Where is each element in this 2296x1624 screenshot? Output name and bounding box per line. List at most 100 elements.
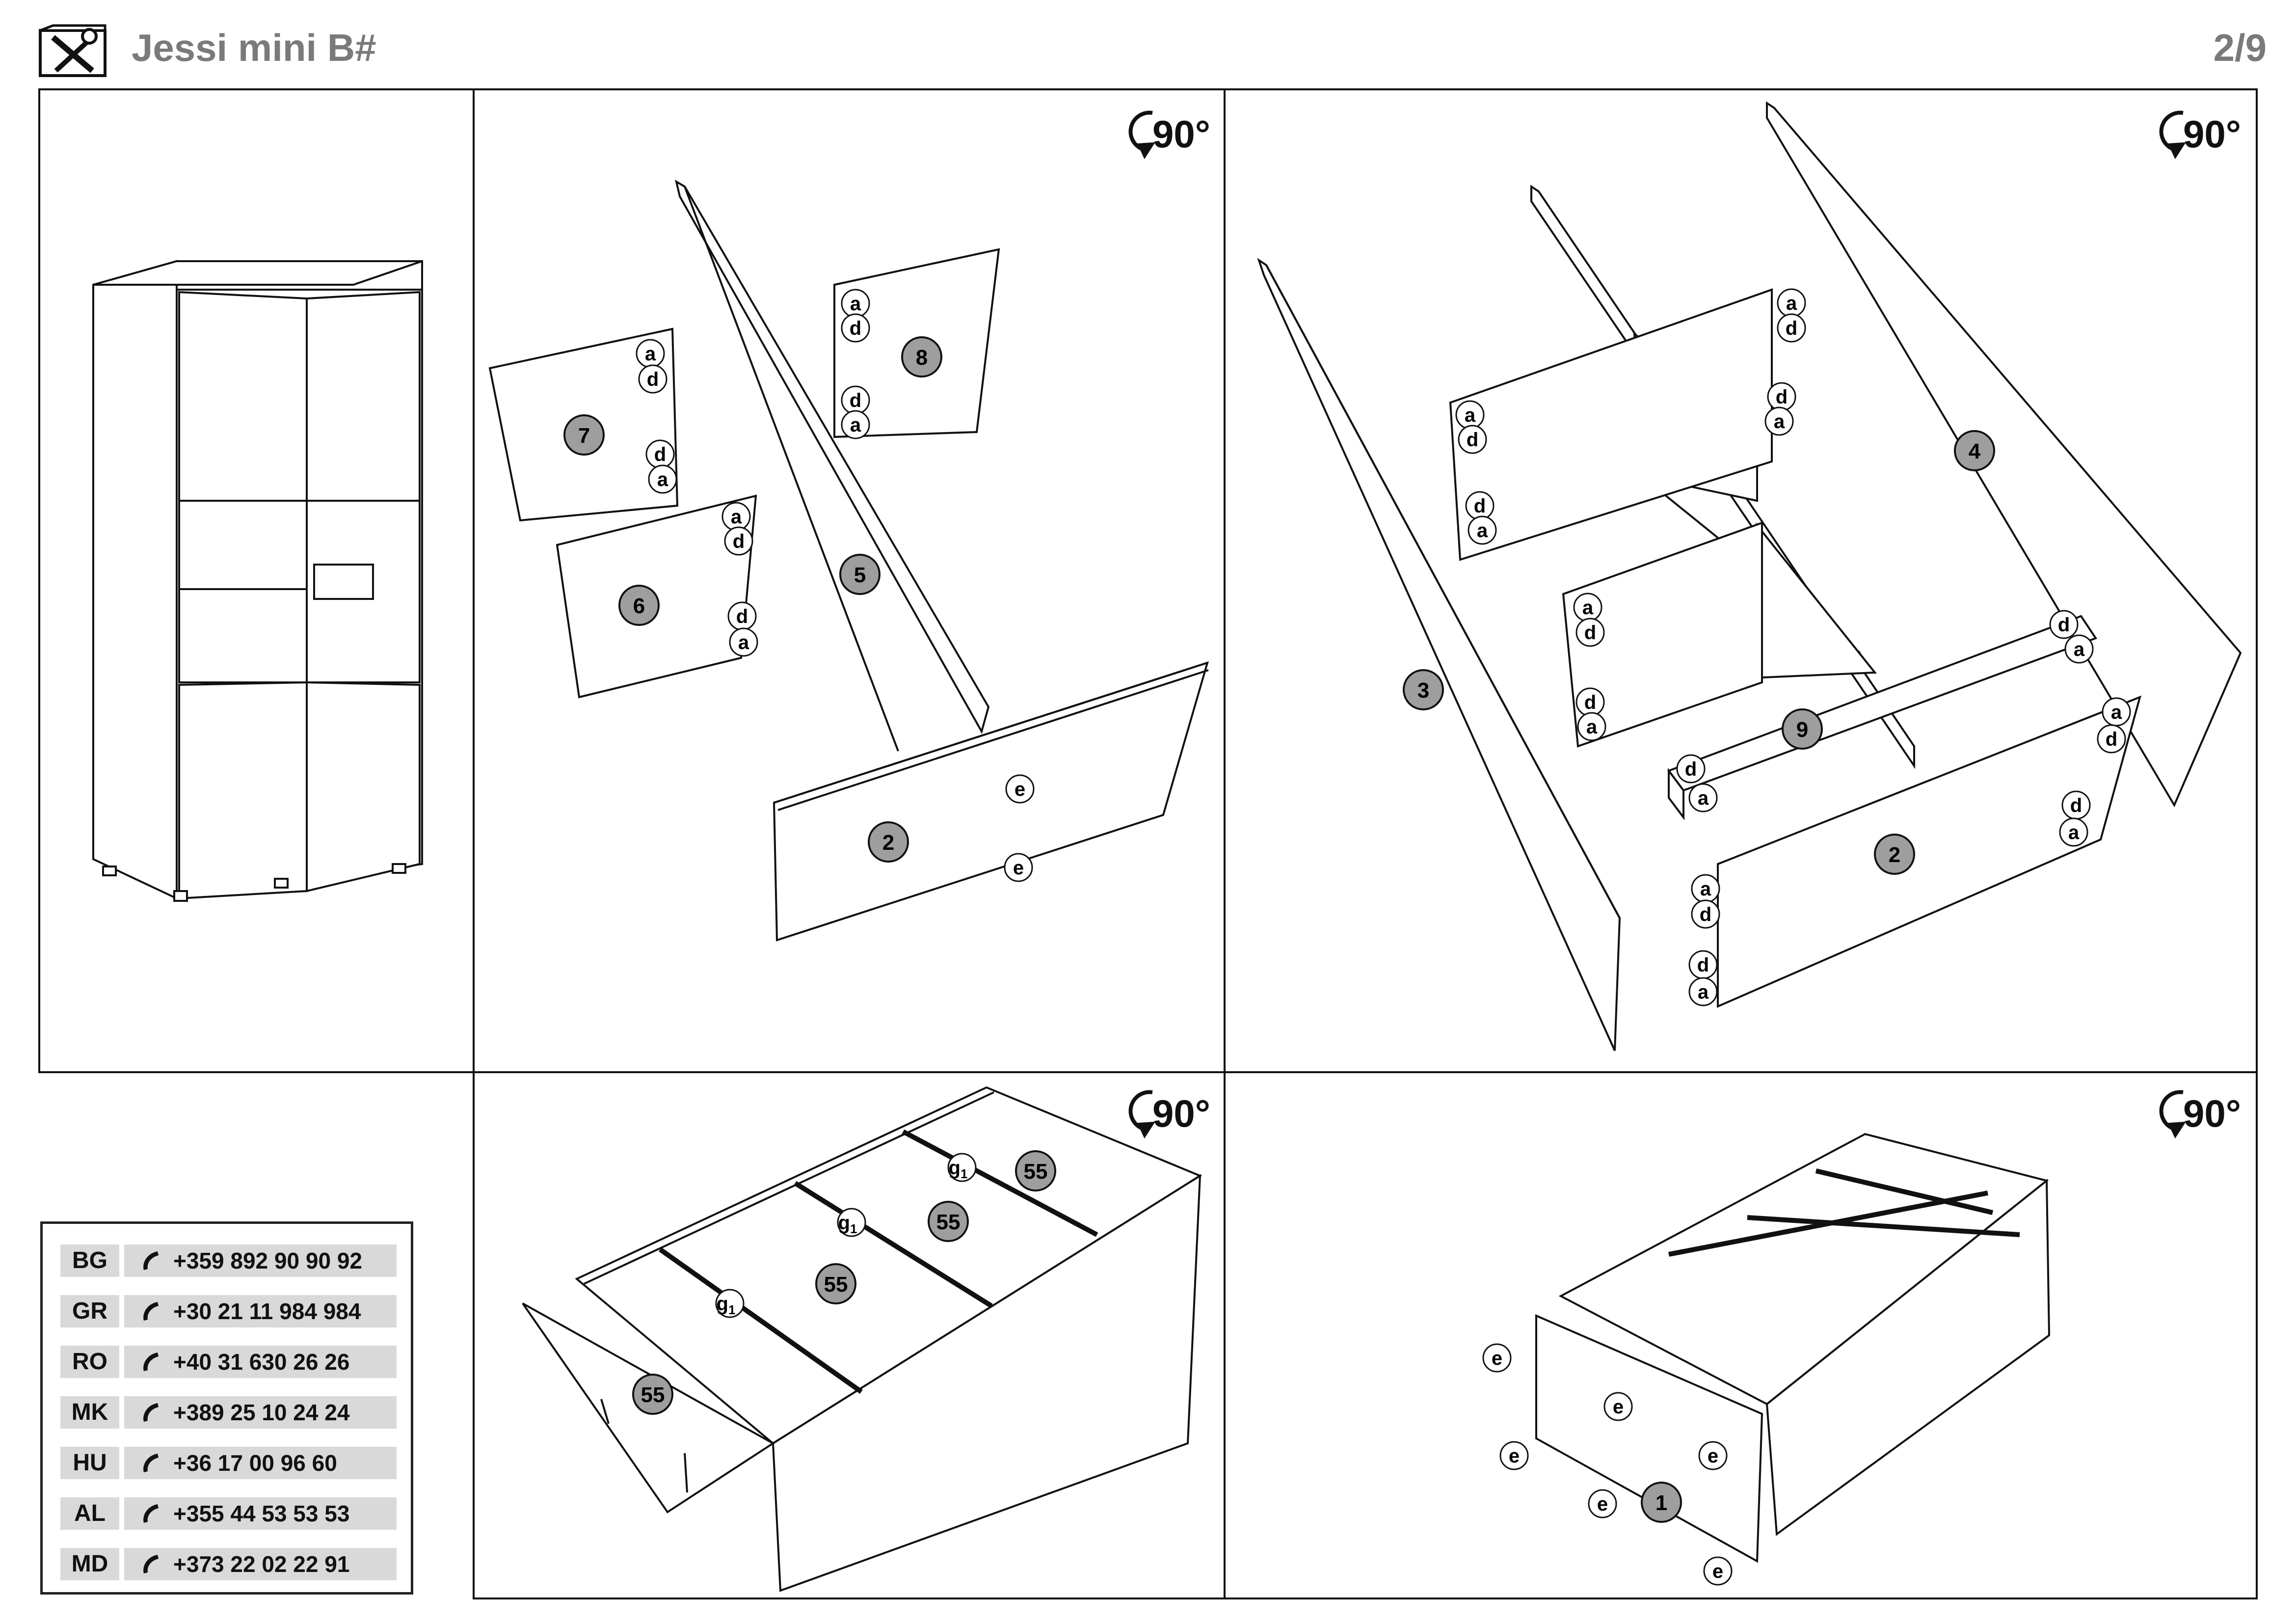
svg-text:d: d xyxy=(2106,729,2117,750)
part-badge-6: 6 xyxy=(618,585,660,626)
svg-text:e: e xyxy=(1492,1348,1502,1369)
svg-text:55: 55 xyxy=(936,1210,961,1234)
svg-text:a: a xyxy=(2074,639,2085,660)
part-badge-4: 4 xyxy=(1954,430,1995,471)
part-badge-7: 7 xyxy=(563,414,605,456)
country-code: HU xyxy=(60,1447,119,1479)
part-badge-3: 3 xyxy=(1403,669,1444,710)
fitting-a: a xyxy=(729,627,758,657)
fitting-a: a xyxy=(636,339,665,368)
svg-text:55: 55 xyxy=(1024,1160,1048,1184)
svg-text:e: e xyxy=(1613,1396,1624,1418)
svg-text:55: 55 xyxy=(641,1383,665,1407)
step-frame-assembly: 90° xyxy=(1257,101,2242,1051)
svg-text:a: a xyxy=(1477,520,1488,541)
fitting-a: a xyxy=(1688,977,1718,1006)
fitting-a: a xyxy=(841,289,870,318)
fitting-d: d xyxy=(727,601,757,631)
fitting-e: e xyxy=(1698,1441,1728,1470)
fitting-d: d xyxy=(1777,313,1806,343)
fitting-d: d xyxy=(2097,724,2126,754)
fitting-d: d xyxy=(638,364,667,394)
part-badge-5: 5 xyxy=(839,554,881,595)
panel-grid xyxy=(38,88,2258,1599)
svg-text:a: a xyxy=(1698,981,1709,1003)
fitting-a: a xyxy=(1777,288,1806,318)
document-title: Jessi mini B# xyxy=(132,26,376,69)
svg-text:d: d xyxy=(1776,386,1788,408)
part-badge-1: 1 xyxy=(1641,1482,1682,1523)
svg-text:6: 6 xyxy=(633,594,645,618)
svg-text:a: a xyxy=(850,293,861,315)
fitting-e: e xyxy=(1603,1392,1633,1421)
svg-text:g1: g1 xyxy=(949,1157,968,1181)
svg-text:55: 55 xyxy=(824,1272,848,1297)
country-code: GR xyxy=(60,1295,119,1327)
svg-text:d: d xyxy=(1697,954,1709,976)
fitting-a: a xyxy=(1691,874,1720,903)
phone-icon xyxy=(143,1251,159,1270)
fitting-e: e xyxy=(1482,1343,1512,1373)
fitting-e: e xyxy=(1005,774,1035,804)
svg-text:8: 8 xyxy=(916,346,928,370)
svg-text:g1: g1 xyxy=(838,1212,857,1236)
country-code: MD xyxy=(60,1548,119,1580)
svg-text:d: d xyxy=(1685,758,1697,780)
rotate-90-label: 90° xyxy=(1152,112,1210,156)
page-number: 2/9 xyxy=(2213,26,2267,69)
fitting-d: d xyxy=(1688,950,1718,979)
svg-text:90°: 90° xyxy=(2183,1092,2241,1135)
svg-text:d: d xyxy=(850,318,861,339)
svg-text:d: d xyxy=(1786,318,1797,339)
svg-text:d: d xyxy=(1700,904,1711,925)
svg-text:d: d xyxy=(647,369,659,390)
fitting-d: d xyxy=(1676,754,1706,784)
part-badge-55-d: 55 xyxy=(632,1374,673,1415)
svg-text:d: d xyxy=(2058,614,2070,636)
svg-text:90°: 90° xyxy=(2183,112,2241,156)
svg-text:e: e xyxy=(1509,1445,1520,1467)
country-code: BG xyxy=(60,1245,119,1277)
cabinet-overview xyxy=(92,260,423,902)
fitting-d: d xyxy=(724,526,753,556)
svg-text:g1: g1 xyxy=(717,1293,736,1317)
fitting-g1: g1 xyxy=(715,1289,745,1318)
phone-icon xyxy=(143,1504,159,1523)
fitting-g1: g1 xyxy=(947,1153,977,1182)
step-sides-assembly: 90° xyxy=(488,112,1210,942)
svg-text:9: 9 xyxy=(1796,718,1808,742)
svg-text:a: a xyxy=(2111,702,2122,723)
fitting-e: e xyxy=(1499,1441,1529,1470)
svg-text:a: a xyxy=(1700,878,1711,900)
svg-text:a: a xyxy=(2068,822,2080,843)
fitting-d: d xyxy=(2049,610,2079,639)
service-contacts: BG +359 892 90 90 92 GR +30 21 11 984 98… xyxy=(40,1221,413,1595)
svg-text:e: e xyxy=(1597,1493,1608,1515)
part-badges: 7 8 6 5 2 3 4 9 2 55 55 55 55 1 xyxy=(563,336,1995,1523)
svg-text:5: 5 xyxy=(854,563,866,587)
svg-text:d: d xyxy=(850,390,861,411)
part-badge-9: 9 xyxy=(1782,708,1823,750)
svg-text:a: a xyxy=(645,343,656,365)
svg-text:d: d xyxy=(736,606,748,627)
phone-number: +36 17 00 96 60 xyxy=(173,1450,337,1476)
svg-text:d: d xyxy=(1584,622,1596,644)
fitting-a: a xyxy=(2102,697,2131,727)
country-code: AL xyxy=(60,1497,119,1530)
svg-text:d: d xyxy=(1467,429,1478,451)
fitting-d: d xyxy=(1458,425,1487,454)
fitting-a: a xyxy=(648,464,677,494)
phone-number: +355 44 53 53 53 xyxy=(173,1501,350,1526)
phone-number: +373 22 02 22 91 xyxy=(173,1551,350,1577)
fitting-d: d xyxy=(1465,491,1495,520)
page-header: Jessi mini B# 2/9 xyxy=(38,20,2267,83)
fitting-d: d xyxy=(1691,899,1720,929)
svg-text:e: e xyxy=(1712,1561,1723,1582)
phone-icon xyxy=(143,1353,159,1371)
svg-text:2: 2 xyxy=(1889,843,1900,867)
svg-text:7: 7 xyxy=(578,424,590,448)
fitting-d: d xyxy=(1767,382,1796,411)
phone-number: +389 25 10 24 24 xyxy=(173,1400,350,1425)
phone-icon xyxy=(143,1403,159,1422)
